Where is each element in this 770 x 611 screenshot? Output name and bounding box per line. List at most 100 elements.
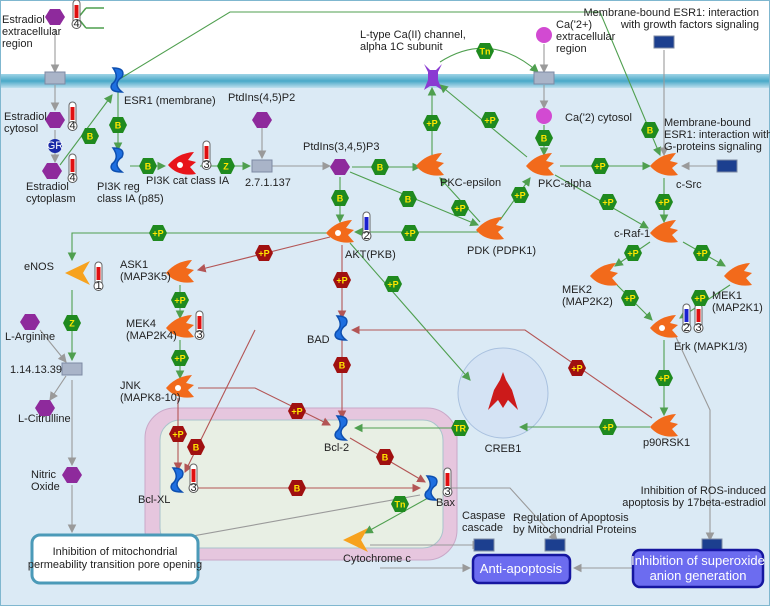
superoxide-process-box[interactable]: [631, 548, 765, 589]
mek1-protein-icon[interactable]: [724, 263, 752, 286]
badge-label: +P: [658, 374, 669, 384]
ca-extracellular-compound-icon[interactable]: [536, 27, 552, 43]
mb-esr1-growth-label: Membrane-bound ESR1: interaction: [584, 7, 759, 19]
interaction-badge-phosphorylation: +P: [169, 426, 187, 442]
interaction-badge-phosphorylation: +P: [171, 292, 189, 308]
badge-label: Tn: [480, 47, 491, 57]
badge-label: +P: [602, 423, 613, 433]
l-citrulline-compound-icon[interactable]: [35, 400, 55, 416]
mek2-label: MEK2: [562, 284, 592, 296]
bax-protein-icon[interactable]: [424, 475, 439, 501]
pkc-epsilon-protein-icon[interactable]: [416, 153, 444, 176]
transport-box[interactable]: [44, 71, 66, 85]
esr1-membrane-protein-icon[interactable]: [110, 67, 125, 93]
interaction-badge-phosphorylation: +P: [621, 290, 639, 306]
ca-transport-box[interactable]: [533, 71, 555, 85]
bclxl-protein-icon[interactable]: [170, 467, 185, 493]
marker-count: 4: [73, 18, 79, 30]
mek4-protein-icon[interactable]: [166, 315, 194, 338]
expression-marker: 2: [361, 211, 372, 242]
expression-marker: 3: [188, 463, 199, 494]
nitric-oxide-compound-icon[interactable]: [62, 467, 82, 483]
regulation-apoptosis-label: Regulation of Apoptosis: [513, 512, 629, 524]
estradiol-cytosol-label: Estradiol: [4, 111, 47, 123]
interaction-badge-binding: B: [109, 117, 127, 133]
plasma-membrane: [0, 74, 770, 88]
pkc-epsilon-label: PKC-epsilon: [440, 177, 501, 189]
bcl2-protein-icon[interactable]: [334, 415, 349, 441]
enos-protein-icon[interactable]: [65, 261, 90, 285]
interaction-badge-phosphorylation: +P: [591, 158, 609, 174]
anti-apoptosis-process-box[interactable]: [471, 553, 572, 585]
caspase-cascade-label: cascade: [462, 522, 503, 534]
ask1-protein-icon[interactable]: [166, 260, 194, 283]
interaction-badge-phosphorylation: +P: [384, 276, 402, 292]
ca-cytosol-compound-icon[interactable]: [536, 108, 552, 124]
pi3k-cat-protein-icon[interactable]: [168, 152, 196, 175]
bad-protein-icon[interactable]: [334, 315, 349, 341]
mek1-label: MEK1: [712, 290, 742, 302]
akt-protein-icon[interactable]: [326, 220, 354, 243]
badge-label: B: [339, 361, 346, 371]
expression-marker: 3: [194, 310, 205, 341]
interaction-badge-binding: B: [535, 130, 553, 146]
creb1-transcription-factor-icon[interactable]: [488, 372, 518, 410]
l-arginine-compound-icon[interactable]: [20, 314, 40, 330]
interaction-edge: [67, 232, 330, 262]
mito-pore-label: Inhibition of mitochondrial: [53, 546, 178, 558]
creb1-label: CREB1: [485, 443, 522, 455]
jnk-protein-icon[interactable]: [166, 375, 194, 398]
p90rsk1-protein-icon[interactable]: [650, 414, 678, 437]
interaction-badge-binding: B: [641, 122, 659, 138]
badge-label: +P: [694, 294, 705, 304]
interaction-badge-phosphorylation: +P: [599, 419, 617, 435]
badge-label: +P: [602, 198, 613, 208]
badge-label: +P: [291, 407, 302, 417]
bcl2-label: Bcl-2: [324, 442, 349, 454]
badge-label: +P: [454, 204, 465, 214]
interaction-badge-phosphorylation: +P: [691, 290, 709, 306]
ca-extracellular-label: region: [556, 43, 587, 55]
interaction-badge-transport: Tn: [476, 43, 494, 59]
interaction-edge: [350, 325, 653, 419]
badge-label: +P: [404, 229, 415, 239]
p90rsk1-label: p90RSK1: [643, 437, 690, 449]
l-type-channel-icon[interactable]: [424, 64, 442, 90]
interaction-badge-transport: Tn: [391, 496, 409, 512]
regulation-apoptosis-link[interactable]: [544, 538, 566, 552]
mb-esr1-growth-box[interactable]: [653, 35, 675, 49]
marker-count: 3: [190, 482, 196, 494]
badge-label: +P: [152, 229, 163, 239]
mito-pore-process-box[interactable]: [30, 533, 200, 585]
badge-label: Z: [69, 319, 75, 329]
c-raf-1-protein-icon[interactable]: [650, 220, 678, 243]
pi3k-reg-protein-icon[interactable]: [110, 147, 125, 173]
badge-label: B: [405, 195, 412, 205]
interaction-badge-phosphorylation: +P: [451, 200, 469, 216]
enzyme-2-7-1-137[interactable]: [251, 159, 273, 173]
pkc-alpha-protein-icon[interactable]: [526, 153, 554, 176]
caspase-cascade-link[interactable]: [473, 538, 495, 552]
c-raf-1-label: c-Raf-1: [614, 228, 650, 240]
cytochrome-c-protein-icon[interactable]: [343, 528, 368, 552]
interaction-badge-phosphorylation: +P: [401, 225, 419, 241]
gr-label: GR: [47, 140, 64, 152]
ptdins345-compound-icon[interactable]: [330, 159, 350, 175]
badge-label: B: [647, 126, 654, 136]
gr-icon[interactable]: [48, 139, 62, 153]
badge-label: B: [377, 163, 384, 173]
c-src-protein-icon[interactable]: [650, 153, 678, 176]
ptdins45-compound-icon[interactable]: [252, 112, 272, 128]
badge-label: B: [294, 484, 301, 494]
enzyme-1-14-13-39[interactable]: [61, 362, 83, 376]
pdk-protein-icon[interactable]: [476, 217, 504, 240]
mek2-protein-icon[interactable]: [590, 263, 618, 286]
ptdins345-label: PtdIns(3,4,5)P3: [303, 141, 379, 153]
badge-label: +P: [624, 294, 635, 304]
badge-label: TR: [454, 424, 466, 434]
estradiol-cytosol-compound-icon[interactable]: [45, 112, 65, 128]
estradiol-extracellular-compound-icon[interactable]: [45, 9, 65, 25]
erk-protein-icon[interactable]: [650, 315, 678, 338]
mb-esr1-gprot-box[interactable]: [716, 159, 738, 173]
estradiol-cytoplasm-compound-icon[interactable]: [42, 163, 62, 179]
